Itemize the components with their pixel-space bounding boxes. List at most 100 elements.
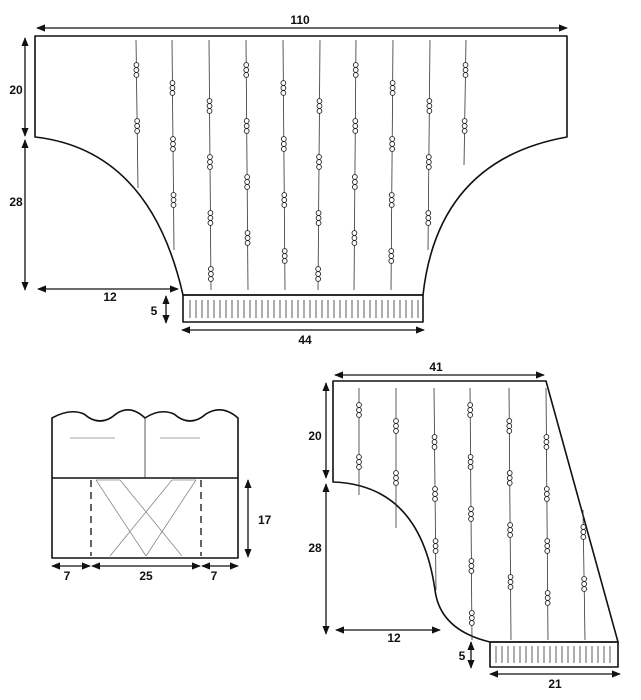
cable-bead	[432, 548, 439, 554]
cable-bead	[244, 235, 251, 241]
cable-bead	[352, 184, 358, 190]
cable-bead	[507, 584, 514, 590]
cable-bead	[169, 80, 176, 86]
small-right-label: 7	[211, 569, 218, 583]
cable-bead	[580, 534, 587, 540]
cable-bead	[208, 276, 214, 282]
cable-bead	[208, 271, 214, 277]
small-height-label: 17	[258, 513, 272, 527]
cable-bead	[315, 271, 321, 277]
right-bottom-width-label: 21	[548, 677, 562, 691]
cable-bead	[243, 72, 250, 78]
cable-bead	[432, 543, 439, 549]
right-cable-columns	[356, 387, 587, 641]
cable-bead	[468, 558, 475, 564]
cable-bead	[170, 197, 177, 203]
cable-bead	[431, 434, 438, 440]
cable-bead	[244, 230, 251, 236]
cable-bead	[280, 80, 287, 86]
cable-bead	[543, 439, 550, 445]
cable-bead	[393, 418, 399, 424]
cable-bead	[134, 118, 141, 124]
cable-bead	[280, 141, 287, 147]
cable-line	[353, 39, 357, 291]
cable-bead	[134, 123, 141, 129]
cable-bead	[393, 475, 399, 481]
cable-bead	[281, 192, 288, 198]
cable-bead	[544, 595, 551, 601]
cable-bead	[467, 402, 474, 408]
cable-bead	[170, 192, 177, 198]
cable-bead	[389, 141, 396, 147]
cable-bead	[356, 412, 362, 418]
cable-bead	[431, 439, 438, 445]
cable-bead	[356, 407, 362, 413]
cable-bead	[468, 506, 474, 512]
cable-bead	[243, 62, 250, 68]
cable-bead	[388, 202, 395, 208]
cable-bead	[280, 85, 287, 91]
cable-bead	[543, 444, 550, 450]
cable-bead	[432, 496, 438, 502]
cable-bead	[352, 67, 359, 73]
top-piece: 110 20 28 12 5 44	[9, 13, 568, 347]
top-piece-outline	[34, 35, 568, 296]
cable-bead	[393, 423, 399, 429]
top-cable-columns	[133, 39, 469, 291]
top-rib-height-label: 5	[151, 304, 158, 318]
cable-bead	[506, 480, 513, 486]
cable-bead	[316, 154, 322, 160]
cable-bead	[356, 459, 362, 465]
cable-bead	[356, 402, 362, 408]
cable-bead	[468, 516, 474, 522]
cable-bead	[388, 253, 395, 259]
cable-bead	[243, 128, 250, 134]
cable-bead	[544, 543, 551, 549]
cable-bead	[207, 159, 213, 165]
cable-bead	[544, 600, 551, 606]
cable-bead	[580, 524, 587, 530]
cable-bead	[543, 434, 550, 440]
cable-bead	[461, 128, 468, 134]
cable-bead	[462, 72, 469, 78]
top-curve-height-label: 28	[9, 195, 23, 209]
cable-bead	[244, 174, 250, 180]
cable-bead	[461, 123, 468, 129]
cable-bead	[351, 230, 358, 236]
right-rib-band	[489, 641, 619, 668]
cable-bead	[389, 90, 396, 96]
cable-bead	[281, 202, 288, 208]
cable-bead	[244, 184, 250, 190]
cable-bead	[169, 85, 176, 91]
top-yoke-height-label: 20	[9, 83, 23, 97]
cable-bead	[281, 197, 288, 203]
cable-bead	[280, 146, 287, 152]
right-rib-height-label: 5	[459, 649, 466, 663]
cable-bead	[389, 80, 396, 86]
right-curve-width-label: 12	[387, 631, 401, 645]
cable-bead	[351, 235, 358, 241]
cable-bead	[170, 146, 176, 152]
cable-bead	[581, 586, 587, 592]
cable-bead	[467, 459, 474, 465]
cable-bead	[388, 248, 395, 254]
cable-bead	[467, 412, 474, 418]
cable-bead	[133, 67, 140, 73]
cable-bead	[468, 610, 475, 616]
cable-bead	[432, 486, 438, 492]
cable-bead	[352, 72, 359, 78]
cable-bead	[468, 511, 474, 517]
cable-bead	[507, 527, 513, 533]
cable-bead	[315, 210, 322, 216]
top-curve-width-label: 12	[103, 290, 117, 304]
cable-bead	[280, 90, 287, 96]
cable-bead	[352, 62, 359, 68]
cable-bead	[431, 444, 438, 450]
right-curve-height-label: 28	[308, 541, 322, 555]
cable-bead	[506, 418, 513, 424]
cable-bead	[388, 192, 395, 198]
cable-bead	[426, 103, 433, 109]
cable-bead	[315, 276, 321, 282]
cable-bead	[315, 220, 322, 226]
